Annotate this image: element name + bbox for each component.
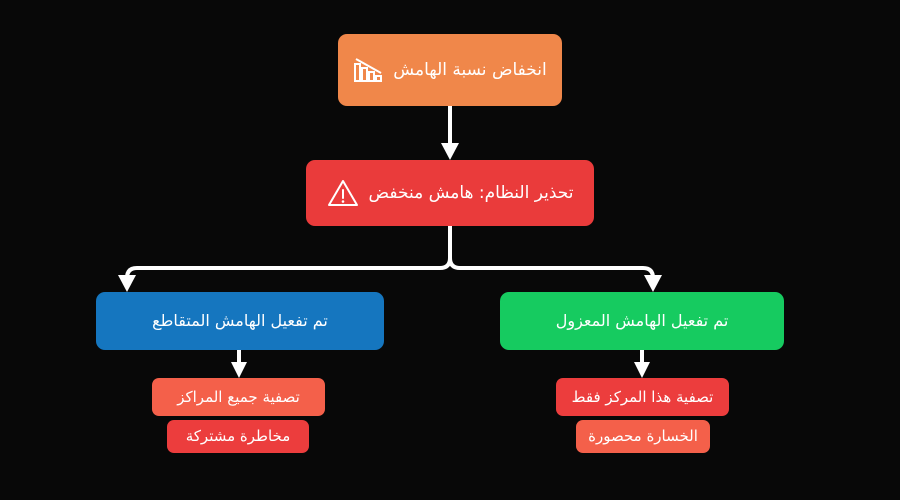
node-loss-capped[interactable]: الخسارة محصورة	[576, 420, 710, 453]
arrowhead-to-cross-margin	[118, 275, 136, 292]
node-isolated-margin-enabled-label: تم تفعيل الهامش المعزول	[555, 311, 729, 331]
node-liquidate-all-positions-label: تصفية جميع المراكز	[177, 387, 300, 406]
arrowhead-to-isolated-margin	[644, 275, 662, 292]
node-cross-margin-enabled-label: تم تفعيل الهامش المتقاطع	[152, 311, 328, 331]
node-liquidate-this-position-only-label: تصفية هذا المركز فقط	[571, 387, 714, 406]
node-loss-capped-label: الخسارة محصورة	[588, 427, 698, 446]
node-isolated-margin-enabled[interactable]: تم تفعيل الهامش المعزول	[500, 292, 784, 350]
node-shared-risk-label: مخاطرة مشتركة	[185, 427, 291, 446]
node-system-warning[interactable]: تحذير النظام: هامش منخفض	[306, 160, 594, 226]
connector-isolated-to-liquidate-one	[634, 350, 650, 378]
node-cross-margin-enabled[interactable]: تم تفعيل الهامش المتقاطع	[96, 292, 384, 350]
connector-alert-split	[118, 226, 662, 292]
node-liquidate-this-position-only[interactable]: تصفية هذا المركز فقط	[556, 378, 729, 416]
node-margin-ratio-drop-label: انخفاض نسبة الهامش	[393, 59, 547, 80]
node-liquidate-all-positions[interactable]: تصفية جميع المراكز	[152, 378, 325, 416]
connector-root-to-alert	[441, 106, 459, 160]
node-system-warning-label: تحذير النظام: هامش منخفض	[368, 182, 574, 203]
node-shared-risk[interactable]: مخاطرة مشتركة	[167, 420, 309, 453]
warning-triangle-icon	[327, 178, 359, 208]
connector-cross-to-liquidate-all	[231, 350, 247, 378]
declining-bar-chart-icon	[353, 56, 383, 84]
node-margin-ratio-drop[interactable]: انخفاض نسبة الهامش	[338, 34, 562, 106]
